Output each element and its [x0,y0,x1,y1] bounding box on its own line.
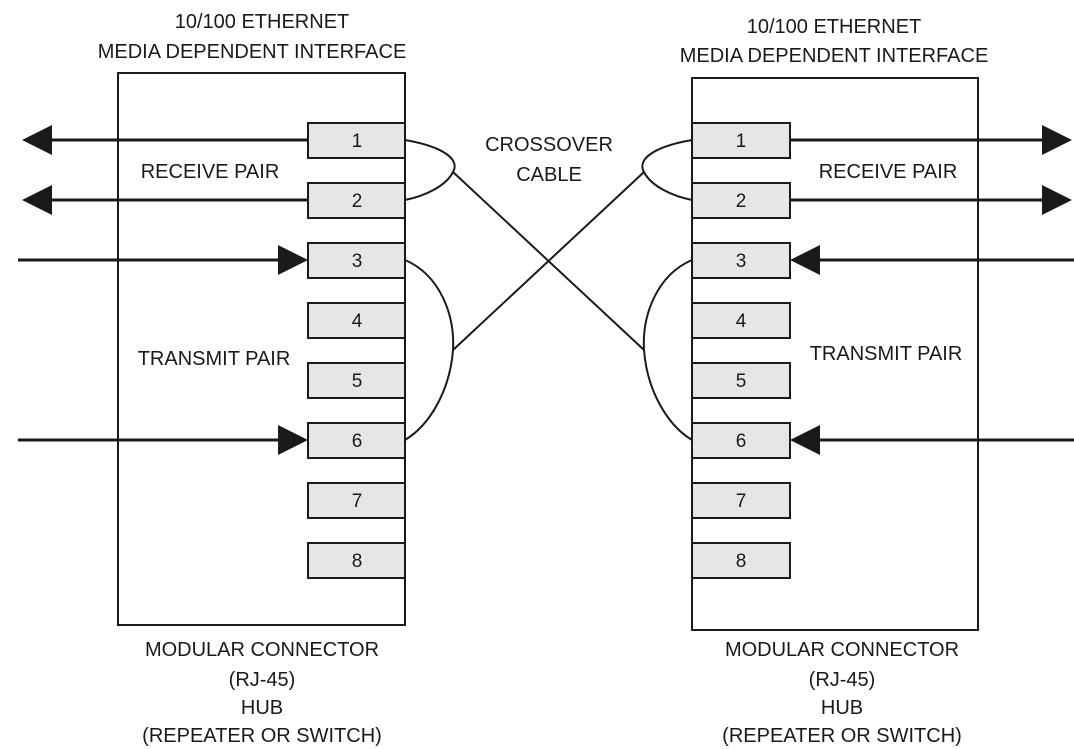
right-pin-6-label: 6 [736,431,747,452]
left-pin-7-label: 7 [352,491,363,512]
left-receive-pair-label: RECEIVE PAIR [141,161,280,183]
cable-label-line1: CROSSOVER [485,134,613,156]
cable-label-line2: CABLE [516,164,582,186]
right-transmit-pair-label: TRANSMIT PAIR [810,343,963,365]
left-footer-line2: (RJ-45) [229,669,296,691]
left-pin-2-label: 2 [352,191,363,212]
crossover-wire-right-rx-to-left-tx [452,171,645,351]
right-receive-pair-label: RECEIVE PAIR [819,161,958,183]
left-footer-line4: (REPEATER OR SWITCH) [142,725,382,747]
left-pin-6 [307,422,406,459]
left-pin-1-label: 1 [352,131,363,152]
right-pin-4-label: 4 [736,311,747,332]
left-receive-pair-loop [404,139,456,201]
left-pin-3 [307,242,406,279]
right-pins: 1 2 3 4 5 6 7 8 [691,122,791,579]
left-pin-8-label: 8 [352,551,363,572]
right-pin-3 [691,242,791,279]
right-footer-line4: (REPEATER OR SWITCH) [722,725,962,747]
right-hub-box [691,77,979,631]
left-pin-2 [307,182,406,219]
right-footer-line1: MODULAR CONNECTOR [725,639,959,661]
left-pin-5-label: 5 [352,371,363,392]
left-pin-1 [307,122,406,159]
right-pin-7-label: 7 [736,491,747,512]
right-footer-line2: (RJ-45) [809,669,876,691]
right-pin-7 [691,482,791,519]
left-pin-8 [307,542,406,579]
left-footer-line3: HUB [241,697,283,719]
left-footer-line1: MODULAR CONNECTOR [145,639,379,661]
left-title-line1: 10/100 ETHERNET [175,11,350,33]
right-receive-pair-loop [641,139,693,201]
right-footer-line3: HUB [821,697,863,719]
right-title-line1: 10/100 ETHERNET [747,16,922,38]
right-pin-8 [691,542,791,579]
left-pin-4 [307,302,406,339]
right-pin-5 [691,362,791,399]
left-transmit-pair-loop [404,259,455,441]
left-pin-6-label: 6 [352,431,363,452]
left-pin-7 [307,482,406,519]
left-pins: 1 2 3 4 5 6 7 8 [307,122,406,579]
right-pin-2-label: 2 [736,191,747,212]
right-pin-5-label: 5 [736,371,747,392]
right-pin-4 [691,302,791,339]
left-hub-box [117,72,406,626]
right-pin-1-label: 1 [736,131,747,152]
left-title-line2: MEDIA DEPENDENT INTERFACE [98,41,407,63]
right-pin-3-label: 3 [736,251,747,272]
left-pin-5 [307,362,406,399]
right-title-line2: MEDIA DEPENDENT INTERFACE [680,45,989,67]
left-pin-3-label: 3 [352,251,363,272]
right-pin-8-label: 8 [736,551,747,572]
left-pin-4-label: 4 [352,311,363,332]
right-transmit-pair-loop [642,259,693,441]
left-transmit-pair-label: TRANSMIT PAIR [138,348,291,370]
